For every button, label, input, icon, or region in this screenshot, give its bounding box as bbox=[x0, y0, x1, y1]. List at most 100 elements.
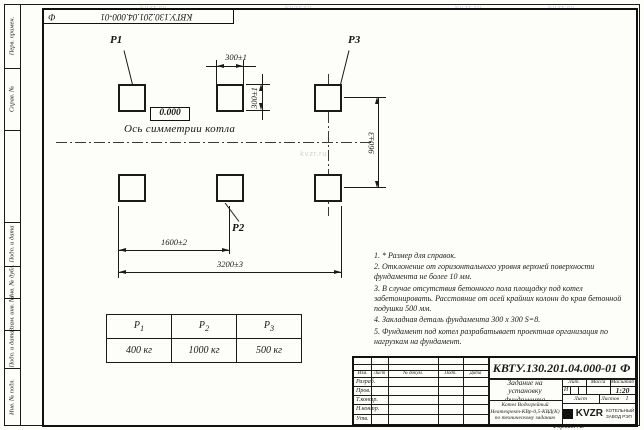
extension-line bbox=[118, 206, 119, 278]
boiler-symmetry-axis-line bbox=[56, 142, 374, 143]
side-stamp-line bbox=[4, 222, 20, 223]
dimension-pad-width: 300±1 bbox=[225, 52, 247, 62]
tb-header-izm: Изм. bbox=[357, 371, 368, 376]
note-line: 2. Отклонение от горизонтального уровня … bbox=[374, 262, 595, 282]
dimension-arrow bbox=[217, 64, 224, 68]
title-block-line bbox=[438, 358, 439, 424]
note-line: 1. * Размер для справок. bbox=[374, 251, 457, 260]
side-stamp-line bbox=[4, 330, 20, 331]
load-table: Р1 Р2 Р3 400 кг 1000 кг 500 кг bbox=[106, 314, 302, 363]
tb-header-podp: Подп. bbox=[444, 371, 457, 376]
load-table-value-row: 400 кг 1000 кг 500 кг bbox=[106, 338, 302, 363]
tb-lit-label: Лит. bbox=[568, 379, 580, 385]
column-centerline bbox=[328, 74, 329, 216]
title-block-line bbox=[488, 358, 490, 424]
title-block-line bbox=[562, 386, 635, 387]
tb-product-line2: Неатехрект-КВр-0,5-КВД(К) bbox=[490, 408, 560, 415]
dimension-arrow bbox=[259, 84, 263, 91]
title-block-line bbox=[354, 386, 488, 387]
tb-header-list: Лист bbox=[373, 371, 386, 376]
dimension-arrow bbox=[119, 270, 126, 274]
pad-label-p3: Р3 bbox=[348, 34, 361, 46]
title-block: Изм. Лист № докум. Подп. Дата Разраб. Пр… bbox=[352, 356, 637, 426]
dimension-arrow bbox=[375, 97, 379, 104]
load-table-header: Р3 bbox=[236, 314, 302, 339]
side-stamp-line bbox=[4, 68, 20, 69]
title-block-line bbox=[463, 358, 464, 424]
tb-product-line1: Котел Водогрейный bbox=[501, 402, 549, 408]
note-line: 3. В случае отсутствия бетонного пола пл… bbox=[374, 283, 622, 314]
dimension-line bbox=[118, 250, 230, 251]
extension-line bbox=[341, 206, 342, 278]
elevation-mark: 0.000 bbox=[150, 107, 190, 121]
tb-sheets-label: Листов bbox=[600, 395, 620, 402]
tb-header-ndokum: № докум. bbox=[403, 371, 423, 376]
side-label-inv-podl: Инв. № подл. bbox=[8, 379, 16, 415]
foundation-pad-top-left bbox=[118, 84, 146, 112]
dimension-arrow bbox=[236, 64, 243, 68]
side-stamp-line bbox=[4, 298, 20, 299]
side-label-podp-data-2: Подп. и дата bbox=[8, 330, 16, 368]
foundation-pad-top-right bbox=[314, 84, 342, 112]
title-block-line bbox=[354, 364, 488, 365]
load-table-value: 1000 кг bbox=[171, 338, 237, 363]
main-frame bbox=[42, 8, 638, 427]
format-label: Формат А3 bbox=[552, 423, 585, 430]
dimension-line bbox=[118, 272, 342, 273]
load-table-header-row: Р1 Р2 Р3 bbox=[106, 314, 302, 339]
dimension-line bbox=[206, 66, 256, 67]
pad-label-p1: Р1 bbox=[110, 34, 123, 46]
side-strip-divider bbox=[20, 4, 21, 426]
notes-block: 1. * Размер для справок. 2. Отклонение о… bbox=[374, 251, 630, 348]
tb-logo-cell: KVZR КОТЕЛЬНЫЙ ЗАВОД РЭП bbox=[562, 403, 635, 424]
extension-line bbox=[246, 84, 270, 85]
kvzr-logo-text: KVZR bbox=[575, 408, 604, 419]
load-table-header: Р1 bbox=[106, 314, 172, 339]
title-block-line bbox=[570, 386, 571, 394]
dimension-arrow bbox=[119, 248, 126, 252]
extension-line bbox=[229, 206, 230, 254]
title-block-line bbox=[388, 358, 389, 424]
dimension-arrow bbox=[222, 248, 229, 252]
tb-sheets-value: 1 bbox=[625, 395, 629, 402]
title-block-line bbox=[488, 400, 562, 401]
symmetry-axis-label: Ось симметрии котла bbox=[124, 123, 236, 135]
foundation-pad-bottom-right bbox=[314, 174, 342, 202]
load-table-header: Р2 bbox=[171, 314, 237, 339]
dimension-arrow bbox=[259, 103, 263, 110]
title-block-line bbox=[562, 403, 635, 404]
side-stamp-line bbox=[4, 130, 20, 131]
tb-designation: КВТУ.130.201.04.000-01 Ф bbox=[492, 361, 631, 375]
tb-scale-label: Масштаб bbox=[610, 379, 635, 385]
foundation-pad-top-middle bbox=[216, 84, 244, 112]
tb-row-nkontr: Н.контр. bbox=[356, 406, 380, 412]
tb-lit-value: И bbox=[563, 386, 569, 393]
title-block-line bbox=[562, 378, 563, 424]
dimension-arrow bbox=[375, 181, 379, 188]
tb-product-line3: по техническому заданию bbox=[494, 415, 556, 422]
tb-row-utv: Утв. bbox=[356, 415, 369, 422]
tb-row-prov: Пров. bbox=[356, 387, 371, 394]
title-block-line bbox=[354, 377, 488, 378]
title-block-line bbox=[562, 394, 635, 395]
foundation-pad-bottom-middle bbox=[216, 174, 244, 202]
dimension-pad-height: 300±1 bbox=[249, 87, 259, 109]
tb-header-data: Дата bbox=[469, 371, 482, 376]
tb-row-razrab: Разраб. bbox=[356, 378, 376, 385]
title-block-line bbox=[354, 370, 488, 371]
corner-doc-number: КВТУ.130.201.04.000-01 bbox=[100, 12, 193, 22]
dimension-overall: 3200±3 bbox=[217, 259, 243, 269]
dimension-line bbox=[262, 74, 263, 120]
side-stamp-line bbox=[4, 368, 20, 369]
note-line: 5. Фундамент под котел разрабатывает про… bbox=[374, 326, 608, 346]
title-block-line bbox=[488, 378, 635, 380]
kvzr-caption-line1: КОТЕЛЬНЫЙ bbox=[606, 408, 635, 414]
title-block-line bbox=[354, 395, 488, 396]
tb-row-tkontr: Т.контр. bbox=[356, 396, 378, 403]
tb-mass-label: Масса bbox=[590, 379, 606, 385]
watermark: kvzr.ru bbox=[300, 150, 328, 158]
dimension-col-spacing: 1600±2 bbox=[161, 237, 187, 247]
title-block-line bbox=[578, 386, 579, 394]
dimension-line bbox=[378, 97, 379, 188]
